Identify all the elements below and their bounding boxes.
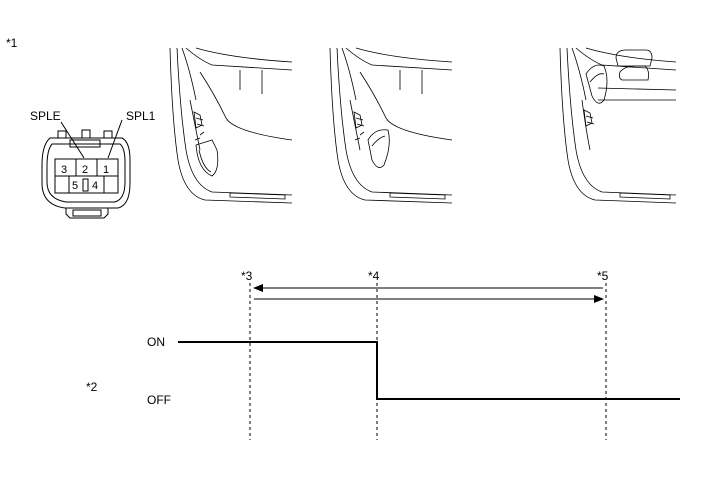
pin-3-label: 3 — [61, 164, 67, 176]
pin-5-label: 5 — [72, 180, 78, 192]
pin-label-spl1: SPL1 — [126, 109, 156, 123]
car-illustration-2 — [329, 47, 453, 204]
state-on-label: ON — [147, 335, 165, 349]
state-off-label: OFF — [147, 393, 171, 407]
callout-2-label: *2 — [86, 380, 98, 394]
pin-1-label: 1 — [103, 164, 109, 176]
car-illustration-3 — [559, 47, 677, 204]
callout-5-label: *5 — [597, 269, 609, 283]
callout-4-label: *4 — [368, 269, 380, 283]
pin-4-label: 4 — [92, 180, 98, 192]
connector-housing — [41, 137, 131, 209]
connector-diagram — [41, 119, 131, 219]
car-illustration-1 — [169, 47, 293, 204]
callout-3-label: *3 — [241, 269, 253, 283]
pin-2-label: 2 — [82, 164, 88, 176]
signal-waveform — [178, 341, 680, 400]
callout-1-label: *1 — [6, 36, 18, 50]
pin-label-sple: SPLE — [30, 109, 61, 123]
timing-chart — [178, 283, 680, 440]
